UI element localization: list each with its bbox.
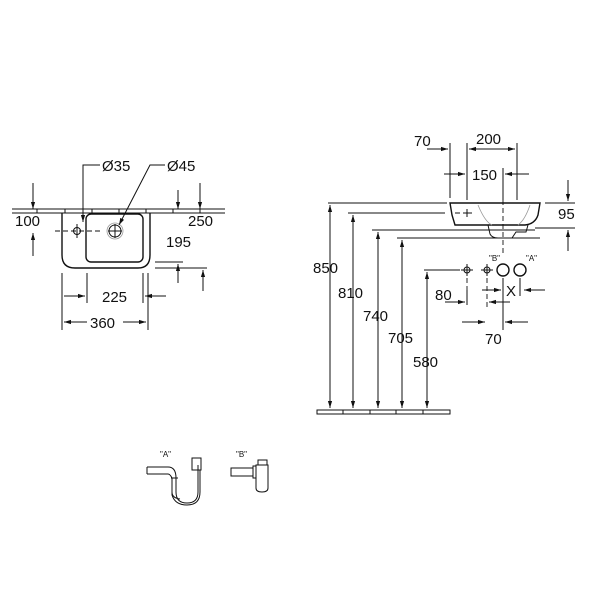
dim-810: 810 xyxy=(338,285,363,302)
dim-95: 95 xyxy=(558,206,575,223)
dim-580: 580 xyxy=(413,354,438,371)
bowl-outline xyxy=(85,213,144,263)
dim-740: 740 xyxy=(363,308,388,325)
tap-hole-label: Ø35 xyxy=(102,158,130,175)
dim-850: 850 xyxy=(313,260,338,277)
trap-a-label: "A" xyxy=(160,450,171,459)
dim-250: 250 xyxy=(188,213,213,230)
trap-b: "B" xyxy=(230,450,269,493)
trap-b-label: "B" xyxy=(236,450,247,459)
dim-70-top: 70 xyxy=(414,133,431,150)
dim-70-bottom: 70 xyxy=(485,331,502,348)
crosshair-icon xyxy=(461,264,473,276)
wall-line xyxy=(12,208,225,214)
connection-b xyxy=(496,263,510,277)
dim-200: 200 xyxy=(476,131,501,148)
dim-705: 705 xyxy=(388,330,413,347)
trap-a: "A" xyxy=(146,450,202,506)
dim-150: 150 xyxy=(472,167,497,184)
side-view: 850 810 740 705 580 70 200 150 95 "B" "A… xyxy=(313,131,575,415)
floor-line xyxy=(316,409,451,415)
dim-x: X xyxy=(506,283,516,300)
dim-360: 360 xyxy=(90,315,115,332)
front-view: Ø35 Ø45 100 250 195 225 360 xyxy=(12,158,225,332)
dim-225: 225 xyxy=(102,289,127,306)
dim-100: 100 xyxy=(15,213,40,230)
connection-a xyxy=(513,263,527,277)
crosshair-icon xyxy=(481,264,493,276)
side-basin-outline xyxy=(449,202,541,226)
waste-hole-label: Ø45 xyxy=(167,158,195,175)
dim-80: 80 xyxy=(435,287,452,304)
basin-outline xyxy=(61,213,151,269)
label-b: "B" xyxy=(489,254,500,263)
label-a: "A" xyxy=(526,254,537,263)
dim-195: 195 xyxy=(166,234,191,251)
